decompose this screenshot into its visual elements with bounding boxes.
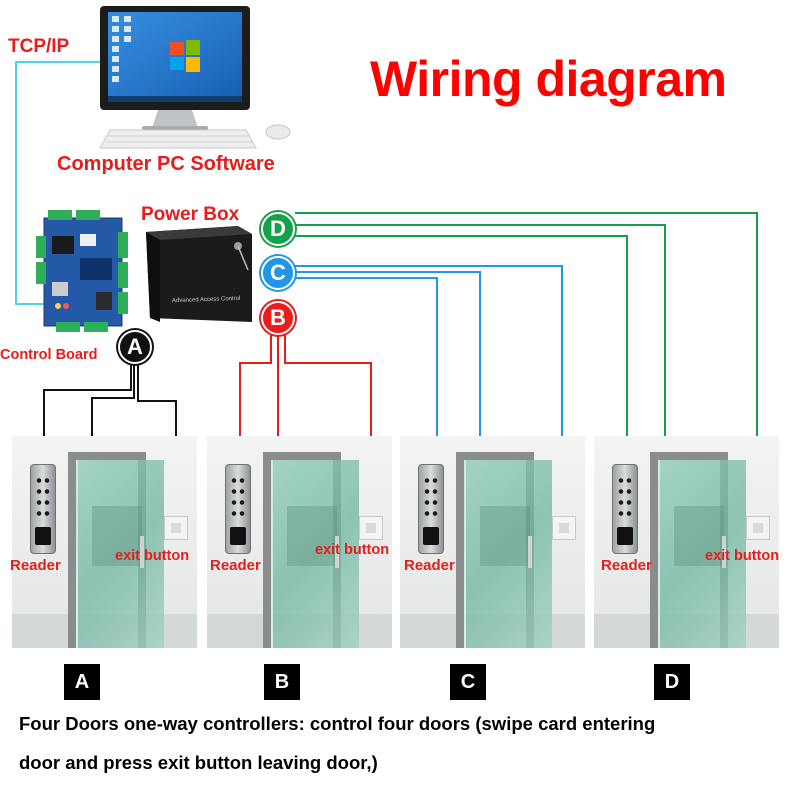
- door-scene-a: [12, 436, 197, 648]
- card-reader-icon: [225, 464, 251, 554]
- control-board-icon: [36, 210, 128, 332]
- wires-d: [295, 212, 758, 507]
- wires-c: [295, 265, 563, 507]
- exit-button-label-d: exit button: [705, 548, 780, 564]
- door-scene-d: [594, 436, 779, 648]
- wires-b: [239, 330, 372, 507]
- footer-description-line-1: Four Doors one-way controllers: control …: [19, 713, 656, 734]
- exit-button-icon: [746, 516, 770, 540]
- computer-software-label: Computer PC Software: [57, 153, 275, 175]
- door-scene-c: [400, 436, 585, 648]
- connector-badge-b: B: [261, 301, 295, 335]
- tcp-ip-cable: [15, 61, 100, 305]
- reader-label-d: Reader: [601, 557, 652, 574]
- mouse-icon: [265, 124, 291, 140]
- door-label-b: B: [264, 664, 300, 700]
- door-scene-b: [207, 436, 392, 648]
- connector-badge-d: D: [261, 212, 295, 246]
- diagram-title: Wiring diagram: [370, 51, 727, 107]
- exit-button-label-a: exit button: [115, 548, 190, 564]
- connector-badge-a: A: [118, 330, 152, 364]
- tcp-ip-label: TCP/IP: [8, 36, 70, 57]
- exit-button-icon: [164, 516, 188, 540]
- door-label-a: A: [64, 664, 100, 700]
- card-reader-icon: [30, 464, 56, 554]
- card-reader-icon: [418, 464, 444, 554]
- reader-label-c: Reader: [404, 557, 455, 574]
- door-label-d: D: [654, 664, 690, 700]
- connector-badge-c: C: [261, 256, 295, 290]
- power-box-icon: [146, 226, 252, 322]
- card-reader-icon: [612, 464, 638, 554]
- power-box-label: Power Box: [141, 204, 240, 225]
- control-board-label: Control Board: [0, 347, 98, 363]
- exit-button-label-b: exit button: [315, 542, 390, 558]
- exit-button-icon: [552, 516, 576, 540]
- door-label-c: C: [450, 664, 486, 700]
- exit-button-icon: [359, 516, 383, 540]
- computer-monitor-icon: [100, 6, 250, 130]
- footer-description-line-2: door and press exit button leaving door,…: [19, 752, 378, 773]
- keyboard-icon: [99, 129, 257, 149]
- reader-label-a: Reader: [10, 557, 61, 574]
- reader-label-b: Reader: [210, 557, 261, 574]
